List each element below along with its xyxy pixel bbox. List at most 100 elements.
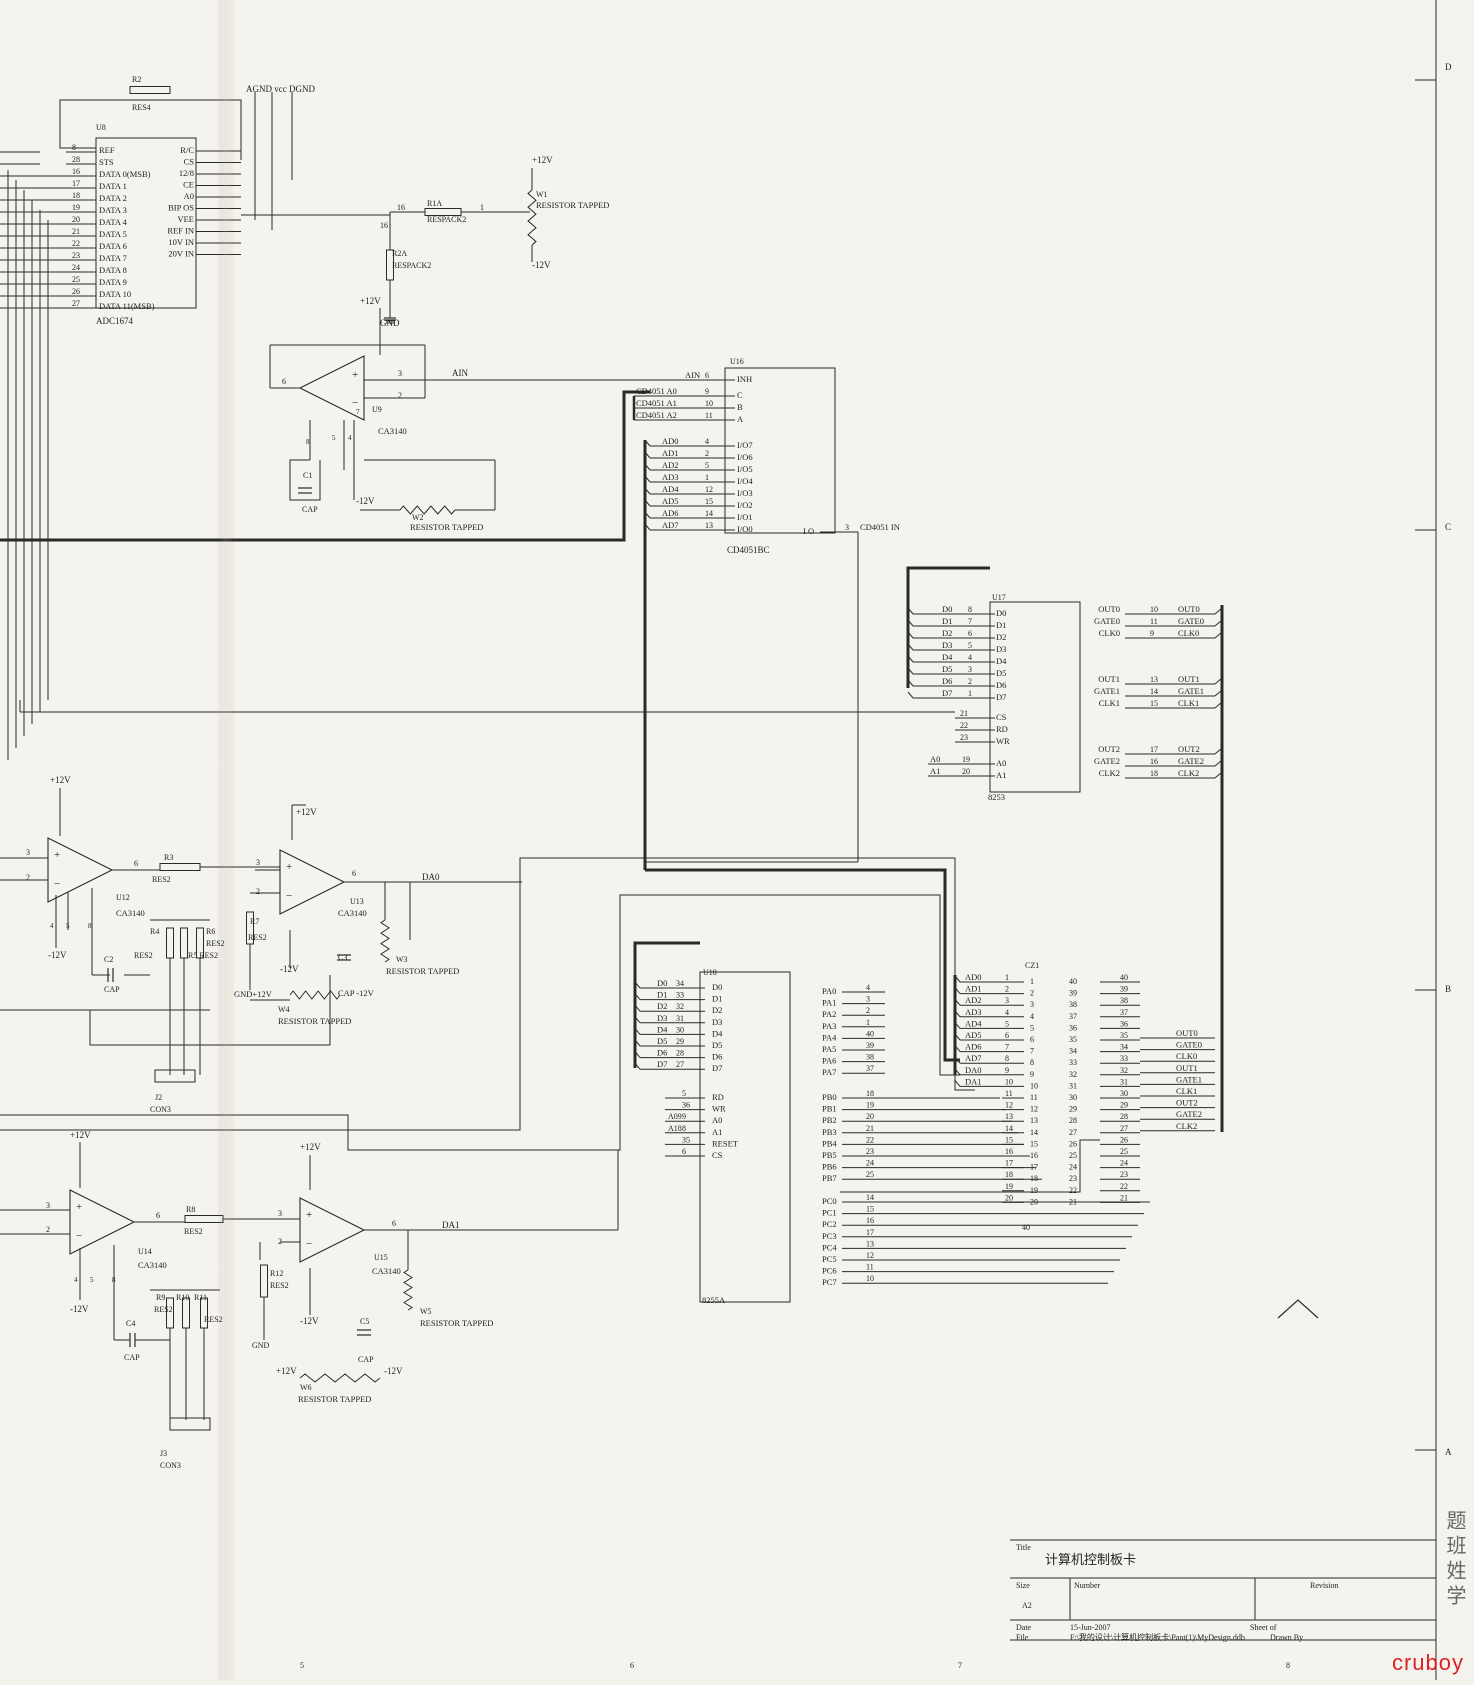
u17-dnet-1: D1 [942,616,952,626]
c4-part: CAP [124,1353,140,1362]
u17-tnet-1: GATE0 [1178,616,1204,626]
cz1-rnum-6: 34 [1069,1047,1077,1056]
u18-dpin-1: 33 [676,991,684,1000]
u8-supply: AGND vcc DGND [246,84,315,94]
u13-opamp-plus: + [286,861,292,873]
u8-rpin-5: BIP OS [168,203,194,213]
u14-ref: U14 [138,1247,152,1256]
j3-part: CON3 [160,1461,181,1470]
u17-ap-1: A1 [996,770,1006,780]
u8-pinnum-22: 22 [72,239,80,248]
u8-pin-17: DATA 1 [99,181,127,191]
u8-pinnum-18: 18 [72,191,80,200]
u17-dnet-7: D7 [942,688,952,698]
cz1-lnet-3: AD3 [965,1007,982,1017]
u18-dp-0: D0 [712,982,722,992]
cz1-lnet-7: AD7 [965,1053,982,1063]
u12-p3: 3 [26,848,30,857]
u18-cp-2: A0 [712,1115,722,1125]
u17-tpin-5: 15 [1150,699,1158,708]
cz1-lnum-4: 5 [1030,1023,1034,1032]
u16-out-pin: 3 [845,523,849,532]
cz1-lnum-12: 13 [1030,1116,1038,1125]
u14-vminus: -12V [70,1304,89,1314]
w4-ref: W4 [278,1005,290,1014]
u18-cpin-1: 36 [682,1101,690,1110]
j2-part: CON3 [150,1105,171,1114]
bus-entry [634,981,641,989]
r1a-pin1: 1 [480,203,484,212]
r3-resistor [159,863,201,871]
u9-opamp [298,355,365,421]
u12-vminus: -12V [48,950,67,960]
bus-entry [634,1004,641,1012]
u17-dpin-4: 4 [968,653,972,662]
r2-resistor [129,86,171,94]
u12-part: CA3140 [116,908,145,918]
w1-ref: W1 [536,190,548,199]
u17-tnet-3: OUT1 [1178,674,1200,684]
cz1-lnum-7: 8 [1030,1058,1034,1067]
u18-pb-p-3: PB3 [822,1127,837,1137]
u16-io-pin-5: 15 [705,497,713,506]
u18-pc-n-3: 17 [866,1228,874,1237]
u8-pin-24: DATA 8 [99,265,127,275]
u8-pinnum-19: 19 [72,203,80,212]
u18-dnet-5: D5 [657,1036,667,1046]
u17-dpin-5: 3 [968,665,972,674]
u17-tnet-5: CLK1 [1178,698,1199,708]
u8-pin-28: STS [99,157,114,167]
u17-dnet-5: D5 [942,664,952,674]
u17-dnet-3: D3 [942,640,952,650]
u8-rpin-3: CE [183,180,194,190]
u13-p6: 6 [352,869,356,878]
u18-dpin-4: 30 [676,1025,684,1034]
r1a-ref: R1A [427,199,442,208]
u17-tpin-2: 9 [1150,629,1154,638]
u18-data-bus [633,941,700,1068]
u13-p3: 3 [256,858,260,867]
cz1-rpin-9: 31 [1120,1077,1128,1086]
cz1-rnum-8: 32 [1069,1070,1077,1079]
u8-rpin-1: CS [184,157,195,167]
u18-pa-p-1: PA1 [822,998,836,1008]
u17-cp-CS: CS [996,712,1007,722]
u16-io-p-7: I/O0 [737,524,753,534]
u18-cpin-0: 5 [682,1089,686,1098]
u18-pb-p-6: PB6 [822,1162,837,1172]
u16-p-A: A [737,414,744,424]
u17-dp-5: D5 [996,668,1006,678]
u17-dpin-3: 5 [968,641,972,650]
u8-pinnum-21: 21 [72,227,80,236]
u18-pc-n-4: 13 [866,1239,874,1248]
u17-tnet-6: OUT2 [1178,744,1200,754]
u17-dp-1: D1 [996,620,1006,630]
u18-ref: U18 [703,968,717,977]
u14-opamp-plus: + [76,1201,82,1213]
r6-part: RES2 [206,939,225,948]
da0-route [0,857,975,1131]
zone-mark-d: D [1445,62,1452,72]
u18-dnet-7: D7 [657,1059,667,1069]
cz1-lpin-7: 8 [1005,1054,1009,1063]
u12-opamp-plus: + [54,849,60,861]
u8-pin-19: DATA 3 [99,205,127,215]
u18-cpin-4: 35 [682,1135,690,1144]
u16-io-net-7: AD7 [662,520,679,530]
u18-pc-n-0: 14 [866,1193,874,1202]
u18-dpin-7: 27 [676,1060,684,1069]
u18-dp-7: D7 [712,1063,722,1073]
u18-dpin-3: 31 [676,1014,684,1023]
u15-p6: 6 [392,1219,396,1228]
u17-data-bus [906,566,990,688]
u17-dp-6: D6 [996,680,1006,690]
cz1-rnum-2: 38 [1069,1000,1077,1009]
cz1-lnet-1: AD1 [965,984,982,994]
u8-pin-18: DATA 2 [99,193,127,203]
r1a-part: RESPACK2 [427,215,466,224]
u12-vplus: +12V [50,775,71,785]
u17-tp-6: OUT2 [1098,744,1120,754]
r2-part: RES4 [132,103,151,112]
j3-ref: J3 [160,1449,167,1458]
cz1-lpin-5: 6 [1005,1031,1009,1040]
